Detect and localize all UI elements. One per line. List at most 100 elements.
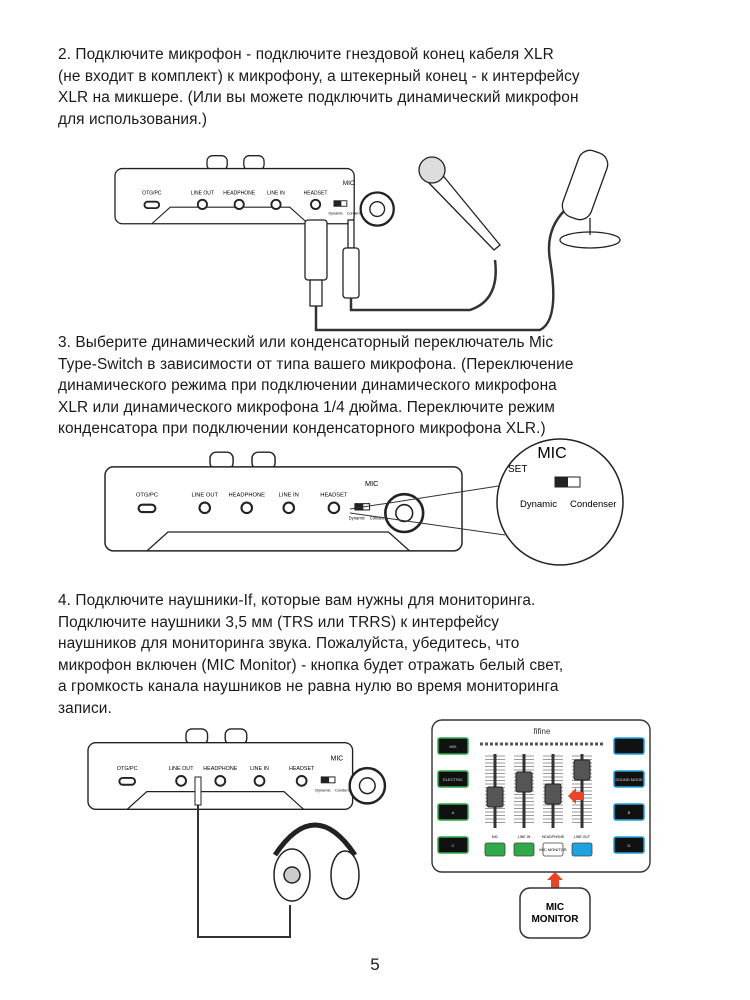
- audio-jack: [295, 774, 308, 787]
- mic-monitor-callout: [519, 887, 591, 939]
- condenser-label: Condenser: [347, 212, 366, 216]
- headphone-cable: [197, 783, 291, 938]
- arrow-icon: [547, 872, 563, 888]
- channel-button[interactable]: [513, 842, 535, 857]
- handheld-mic-icon: [418, 156, 501, 251]
- channel-label: LINE IN: [518, 835, 531, 839]
- mic-label: MIC: [365, 479, 379, 488]
- left-pad-button[interactable]: [437, 737, 469, 755]
- studio-mic-icon: [559, 149, 621, 249]
- dynamic-label: Dynamic: [328, 212, 342, 216]
- port-label: LINE OUT: [169, 766, 195, 772]
- page-number: 5: [370, 955, 380, 974]
- text-line: а громкость канала наушников не равна ну…: [58, 678, 559, 696]
- fader-knob[interactable]: [486, 786, 504, 808]
- zoom-callout: MIC SET Dynamic Condenser: [496, 438, 624, 566]
- cable: [349, 259, 497, 312]
- pad-label: MIX: [449, 744, 456, 749]
- text-line: Type-Switch в зависимости от типа вашего…: [58, 355, 574, 373]
- text-line: XLR на микшере. (Или вы можете подключит…: [58, 89, 579, 107]
- fader-knob[interactable]: [515, 771, 533, 793]
- text-line: для использования.): [58, 110, 208, 128]
- mixer-body: [431, 719, 651, 873]
- port-label: HEADSET: [304, 190, 328, 196]
- audio-jack: [198, 501, 212, 515]
- condenser-label: Condenser: [335, 788, 355, 793]
- callout-label: MONITOR: [531, 914, 579, 925]
- step-2-text: 2. Подключите микрофон - подключите гнез…: [58, 44, 718, 130]
- pad-label: D: [628, 843, 631, 848]
- callout-label: MIC: [546, 902, 564, 913]
- mic-label: MIC: [343, 180, 355, 187]
- text-line: конденсатора при подключении конденсатор…: [58, 420, 546, 438]
- mic-monitor-button[interactable]: [542, 842, 564, 857]
- text-line: 2. Подключите микрофон - подключите гнез…: [58, 46, 554, 63]
- pad-label: SOUND MODE: [615, 777, 643, 782]
- port-label: OTG/PC: [136, 492, 158, 498]
- channel-label: LINE OUT: [574, 835, 591, 839]
- channel-button[interactable]: [484, 842, 506, 857]
- xlr-plug: [304, 219, 328, 307]
- right-pad-button[interactable]: [613, 836, 645, 854]
- audio-jack: [175, 774, 187, 787]
- port-label: OTG/PC: [142, 190, 162, 196]
- text-line: Подключите наушники 3,5 мм (TRS или TRRS…: [58, 613, 500, 631]
- audio-jack: [233, 198, 245, 210]
- text-line: (не входит в комплект) к микрофону, а шт…: [58, 67, 580, 85]
- usb-c-port: [143, 200, 161, 210]
- left-pad-button[interactable]: [437, 770, 469, 788]
- diagram-mic-switch: OTG/PC LINE OUT HEADPHONE LINE IN HEADSET MIC…: [104, 438, 624, 566]
- step-3-text: 3. Выберите динамический или конденсатор…: [58, 332, 718, 440]
- brand-logo: fifine: [534, 727, 551, 736]
- left-pad-button[interactable]: [437, 803, 469, 821]
- port-label: HEADPHONE: [228, 492, 265, 498]
- right-pad-button[interactable]: [613, 737, 645, 755]
- port-label: HEADPHONE: [223, 190, 256, 196]
- channel-label: HEADPHONE: [542, 835, 565, 839]
- audio-jack: [214, 774, 227, 787]
- pad-label: B: [628, 810, 631, 815]
- fader-track: [580, 754, 584, 828]
- text-line: динамического режима при подключении дин…: [58, 377, 557, 395]
- port-label: LINE OUT: [191, 190, 214, 196]
- channel-button[interactable]: [571, 842, 593, 857]
- mixer-device-front: OTG/PC LINE OUT HEADPHONE LINE IN HEADSET MIC…: [104, 451, 463, 552]
- audio-jack: [253, 774, 266, 787]
- audio-jack: [270, 198, 282, 210]
- arrow-icon: [568, 788, 584, 804]
- text-line: 3. Выберите динамический или конденсатор…: [58, 334, 554, 351]
- fader-knob[interactable]: [573, 759, 591, 781]
- port-label: OTG/PC: [117, 766, 138, 772]
- condenser-label: Condenser: [370, 515, 391, 520]
- callout-set-label: SET: [508, 464, 527, 475]
- right-pad-button[interactable]: [613, 803, 645, 821]
- callout-condenser-label: Condenser: [570, 499, 616, 510]
- usb-c-port: [118, 776, 137, 786]
- mic-label: MIC: [331, 755, 344, 762]
- pad-label: ELECTRIC: [443, 777, 463, 782]
- mic-monitor-button-label: MIC MONITOR: [539, 847, 566, 852]
- dynamic-label: Dynamic: [349, 515, 365, 520]
- mixer-top-view: fifine MIX ELECTRIC SOUND MODE A B C D MIC LINE …: [431, 719, 651, 939]
- headphones-icon: [272, 822, 360, 902]
- port-label: HEADSET: [320, 492, 348, 498]
- text-line: XLR или динамического микрофона 1/4 дюйм…: [58, 398, 555, 416]
- audio-jack: [240, 501, 254, 515]
- audio-jack: [196, 198, 208, 210]
- pad-label: C: [452, 843, 455, 848]
- fader-knob[interactable]: [544, 783, 562, 805]
- step-4-text: 4. Подключите наушники-If, которые вам н…: [58, 590, 718, 720]
- left-pad-button[interactable]: [437, 836, 469, 854]
- port-label: LINE OUT: [191, 492, 218, 498]
- port-label: LINE IN: [279, 492, 299, 498]
- right-pad-button[interactable]: [613, 770, 645, 788]
- usb-c-port: [137, 503, 157, 514]
- pad-label: A: [452, 810, 455, 815]
- audio-jack: [327, 501, 341, 515]
- port-label: HEADPHONE: [203, 766, 237, 772]
- cable: [314, 209, 566, 332]
- text-line: записи.: [58, 699, 112, 717]
